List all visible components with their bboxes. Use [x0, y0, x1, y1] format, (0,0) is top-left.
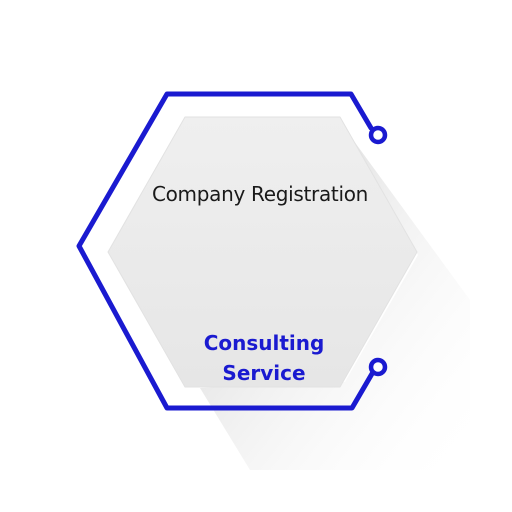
inner-hexagon [107, 116, 418, 388]
service-label-line-2: Service [222, 361, 306, 385]
service-label-line-1: Consulting [203, 331, 325, 355]
service-label: Consulting Service [164, 328, 364, 388]
ring-node-icon [368, 357, 388, 377]
hexagon-outline [76, 91, 376, 411]
title-label: Company Registration [151, 182, 369, 206]
hexagon-shadow [200, 122, 470, 470]
ring-node-icon [368, 125, 388, 145]
